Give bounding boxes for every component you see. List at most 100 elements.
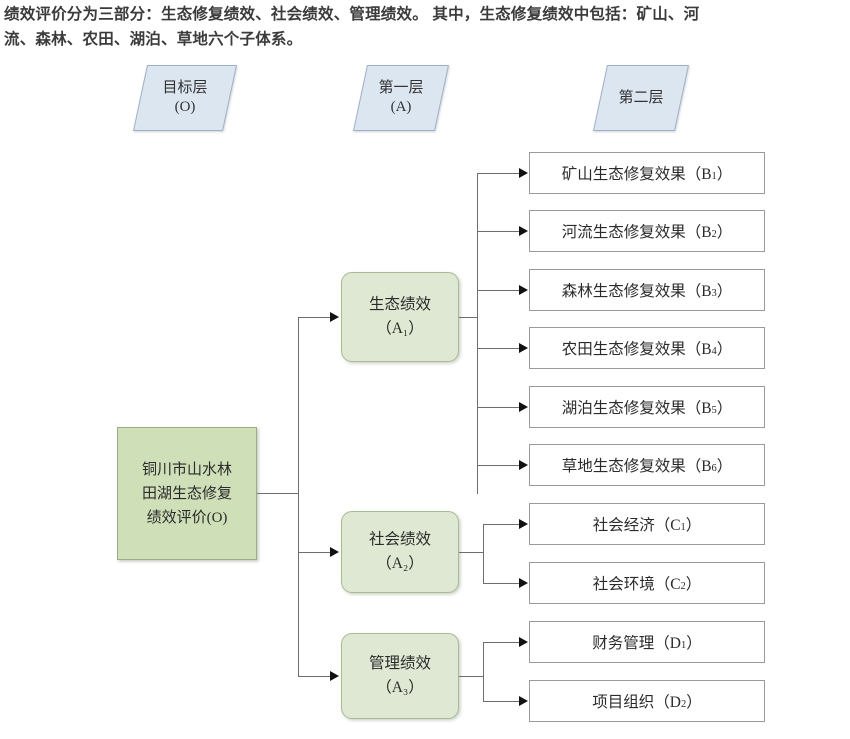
node-b2-label: 河流生态修复效果（B — [561, 224, 712, 241]
layer-header-first: 第一层 (A) — [352, 65, 450, 131]
node-b4-label: 农田生态修复效果（B — [561, 341, 712, 358]
node-a3-code: （A₃） — [376, 679, 424, 696]
caption-line-2: 流、森林、农田、湖泊、草地六个子体系。 — [4, 31, 303, 48]
connector-a1-to-b6 — [477, 465, 521, 466]
arrow-to-b4 — [519, 343, 528, 353]
node-b6-label: 草地生态修复效果（B — [561, 458, 712, 475]
node-b1-tail: ） — [716, 166, 733, 183]
connector-a1-trunk — [477, 173, 478, 494]
arrow-to-d1 — [519, 637, 528, 647]
arrow-to-a1 — [330, 312, 339, 322]
caption-text: 绩效评价分为三部分：生态修复绩效、社会绩效、管理绩效。 其中，生态修复绩效中包括… — [4, 2, 846, 52]
arrow-to-b5 — [519, 402, 528, 412]
connector-a3-to-d1 — [483, 642, 521, 643]
connector-a1-to-b1 — [477, 173, 521, 174]
connector-trunk-to-a3 — [298, 676, 332, 677]
node-b2-sub: 2 — [711, 228, 717, 240]
connector-a1-stub — [459, 317, 478, 318]
connector-a1-to-b5 — [477, 407, 521, 408]
layer-header-goal-text: 目标层 (O) — [141, 66, 229, 130]
connector-a2-trunk — [483, 524, 484, 583]
arrow-to-a2 — [330, 547, 339, 557]
layer-header-first-text: 第一层 (A) — [361, 66, 441, 130]
node-b5-label: 湖泊生态修复效果（B — [561, 400, 712, 417]
node-d1-sub: 1 — [680, 639, 687, 651]
connector-root-horizontal — [257, 493, 299, 494]
layer-header-goal-line1: 目标层 — [162, 80, 208, 96]
layer-header-goal: 目标层 (O) — [132, 65, 238, 131]
node-b4-tail: ） — [716, 341, 733, 358]
node-a3-management-performance[interactable]: 管理绩效 （A₃） — [341, 633, 459, 719]
root-line-1: 铜川市山水林 — [141, 461, 232, 478]
connector-main-trunk — [298, 317, 299, 677]
connector-a1-to-b3 — [477, 290, 521, 291]
node-b2-tail: ） — [716, 224, 733, 241]
layer-header-first-line1: 第一层 — [378, 80, 424, 96]
node-b3-tail: ） — [716, 283, 733, 300]
node-b5-sub: 5 — [711, 404, 717, 416]
arrow-to-d2 — [519, 696, 528, 706]
node-c1-label: 社会经济（C — [592, 517, 681, 534]
node-d2-tail: ） — [686, 694, 702, 711]
connector-a3-to-d2 — [483, 701, 521, 702]
node-b6-sub: 6 — [711, 462, 717, 474]
layer-header-first-line2: (A) — [390, 99, 412, 115]
node-b1-sub: 1 — [711, 170, 717, 182]
node-d2-label: 项目组织（D — [592, 694, 681, 711]
root-line-3: 绩效评价(O) — [146, 509, 228, 526]
arrow-to-a3 — [330, 671, 339, 681]
node-d2-sub: 2 — [680, 698, 687, 710]
arrow-to-c2 — [519, 578, 528, 588]
arrow-to-c1 — [519, 519, 528, 529]
connector-trunk-to-a2 — [298, 552, 332, 553]
root-node[interactable]: 铜川市山水林 田湖生态修复 绩效评价(O) — [117, 427, 257, 560]
node-a1-name: 生态绩效 — [368, 296, 431, 313]
connector-a2-to-c1 — [483, 524, 521, 525]
node-c1-sub: 1 — [680, 521, 686, 533]
node-b5-tail: ） — [716, 400, 733, 417]
node-d1-tail: ） — [686, 635, 702, 652]
layer-header-goal-line2: (O) — [174, 99, 196, 115]
caption-line-1: 绩效评价分为三部分：生态修复绩效、社会绩效、管理绩效。 其中，生态修复绩效中包括… — [4, 6, 700, 23]
root-line-2: 田湖生态修复 — [141, 485, 232, 502]
node-c2-tail: ） — [685, 576, 702, 593]
node-b4-sub: 4 — [711, 345, 717, 357]
connector-trunk-to-a1 — [298, 317, 332, 318]
arrow-to-b2 — [519, 226, 528, 236]
connector-a2-to-c2 — [483, 583, 521, 584]
layer-header-second: 第二层 — [592, 65, 690, 131]
connector-a2-stub — [459, 552, 484, 553]
node-a1-ecological-performance[interactable]: 生态绩效 （A₁） — [341, 272, 459, 362]
connector-a1-to-b2 — [477, 231, 521, 232]
node-b3-label: 森林生态修复效果（B — [561, 283, 712, 300]
node-a2-social-performance[interactable]: 社会绩效 （A₂） — [341, 511, 459, 593]
node-a3-name: 管理绩效 — [368, 655, 431, 672]
connector-a3-trunk — [483, 642, 484, 701]
layer-header-second-line1: 第二层 — [618, 89, 664, 106]
layer-header-second-text: 第二层 — [601, 66, 681, 130]
connector-a1-to-b4 — [477, 348, 521, 349]
node-a2-code: （A₂） — [376, 555, 424, 572]
node-b1-label: 矿山生态修复效果（B — [561, 166, 712, 183]
node-c2-label: 社会环境（C — [592, 576, 681, 593]
node-d1-label: 财务管理（D — [592, 635, 681, 652]
node-a1-code: （A₁） — [376, 320, 424, 337]
arrow-to-b3 — [519, 285, 528, 295]
node-c1-tail: ） — [685, 517, 702, 534]
connector-a3-stub — [459, 676, 484, 677]
node-a2-name: 社会绩效 — [368, 531, 431, 548]
arrow-to-b6 — [519, 460, 528, 470]
node-b6-tail: ） — [716, 458, 733, 475]
node-b3-sub: 3 — [711, 287, 717, 299]
